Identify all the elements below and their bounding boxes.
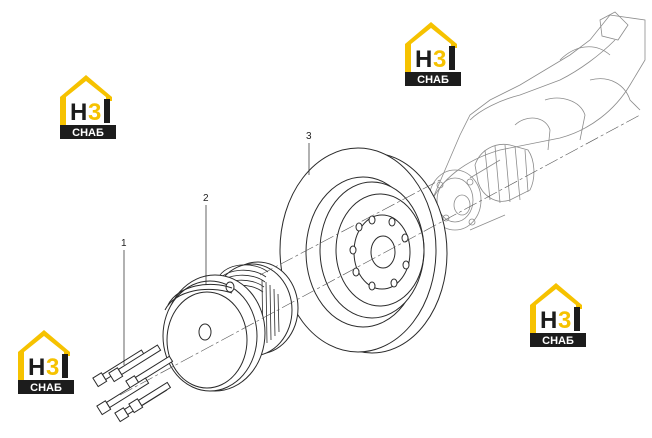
- logo-word: СНАБ: [72, 127, 104, 139]
- crankshaft-pulley: [162, 261, 299, 392]
- watermark-logo-bottom-left: СНАБ: [18, 330, 74, 394]
- watermark-logo-right: СНАБ: [530, 283, 586, 347]
- callout-1: 1: [121, 238, 127, 365]
- watermark-logo-left: СНАБ: [60, 75, 116, 139]
- logo-word: СНАБ: [30, 382, 62, 394]
- damper-bolt-holes: [349, 215, 410, 291]
- callout-3: 3: [306, 131, 312, 175]
- vibration-damper: [279, 147, 448, 354]
- watermark-logo-top: СНАБ: [405, 22, 461, 86]
- callout-label-pulley: 2: [203, 193, 209, 204]
- axis-centerline-upper: [259, 179, 441, 276]
- mounting-bolts: [92, 344, 174, 423]
- callout-label-damper: 3: [306, 131, 312, 142]
- axis-centerline: [119, 114, 641, 396]
- crankshaft: [428, 11, 646, 231]
- callout-label-bolts: 1: [121, 238, 127, 249]
- logo-word: СНАБ: [417, 74, 449, 86]
- logo-word: СНАБ: [542, 335, 574, 347]
- callout-2: 2: [203, 193, 209, 285]
